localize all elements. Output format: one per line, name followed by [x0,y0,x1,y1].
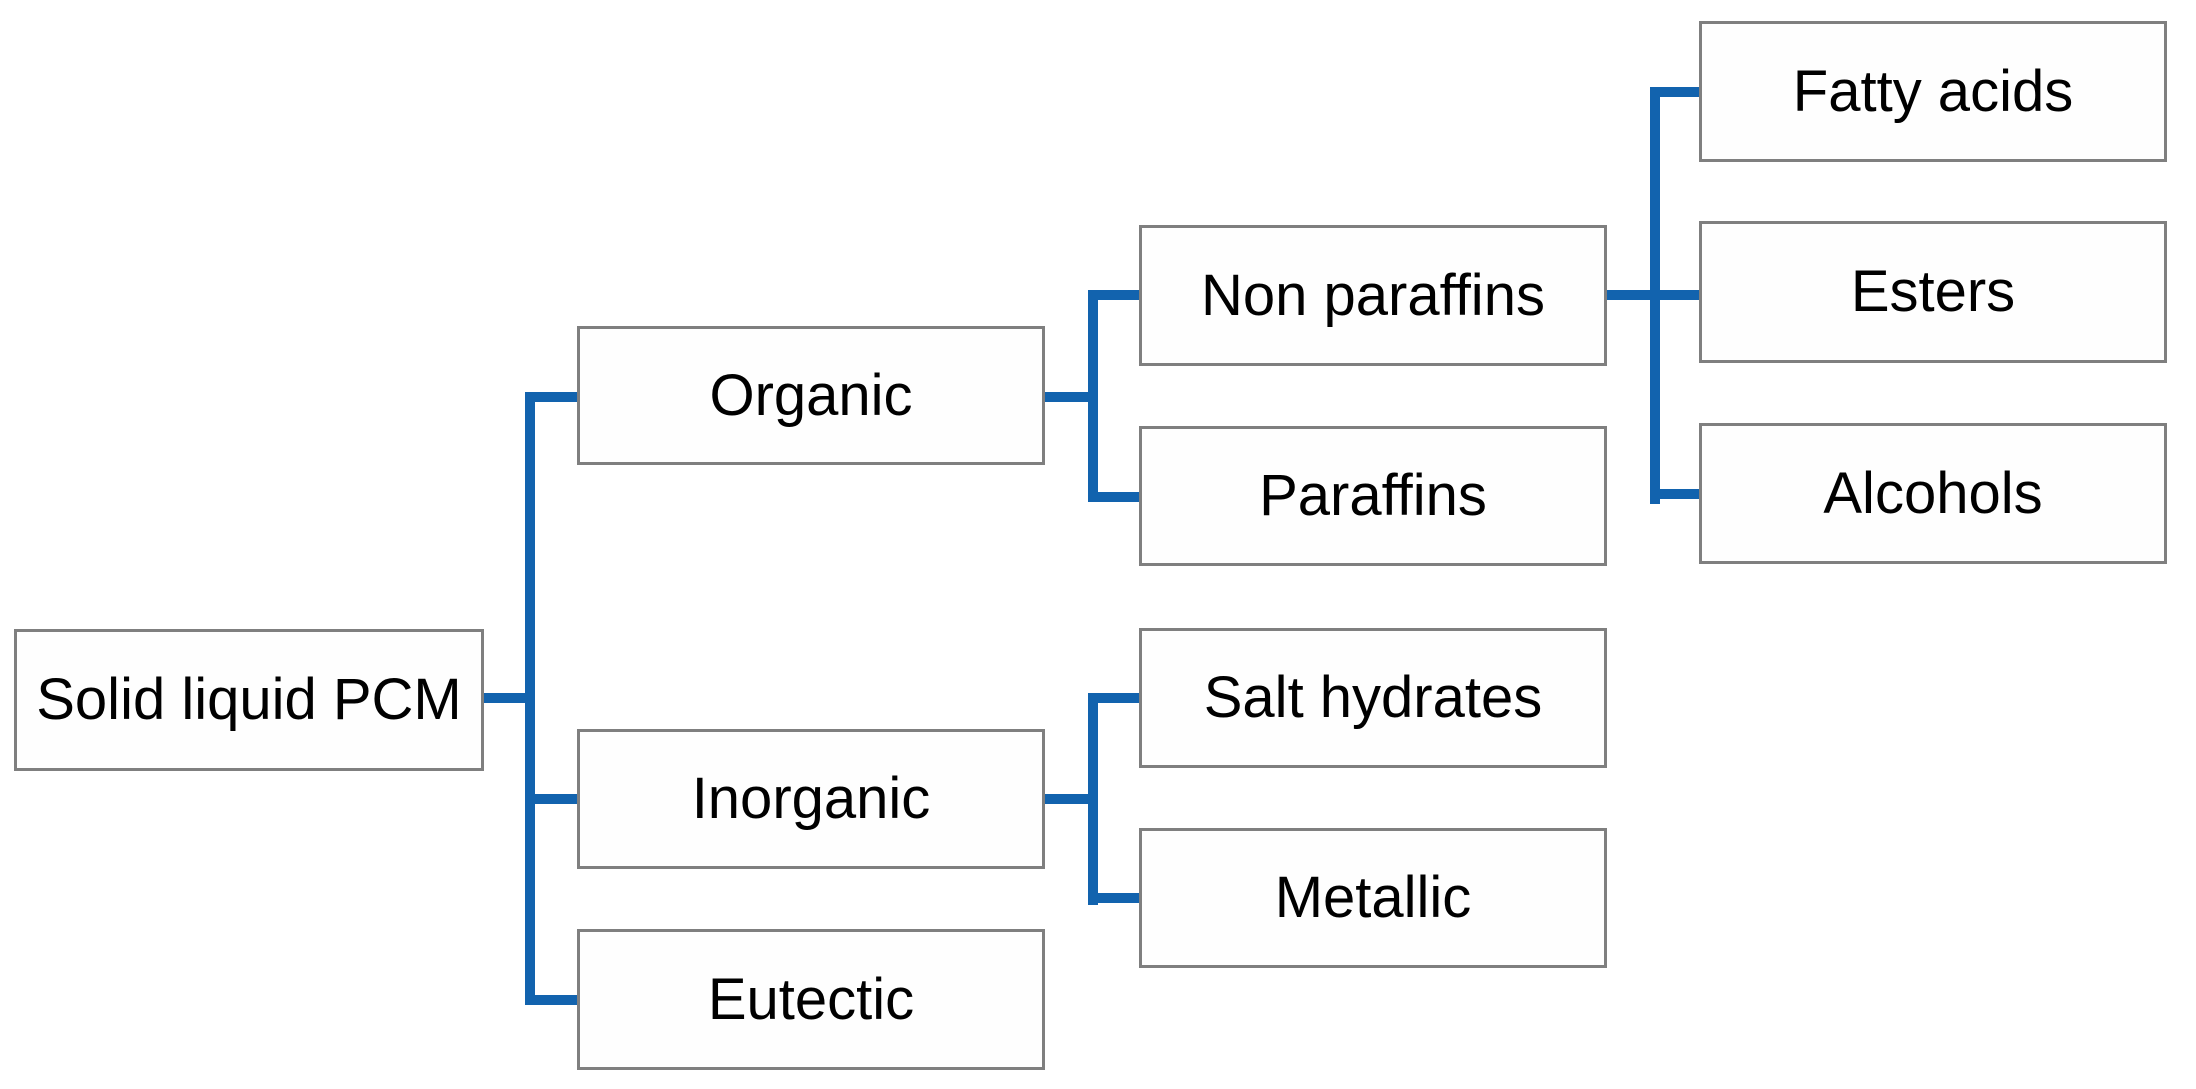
connector-metallic-stub [1088,893,1149,903]
connector-inorganic-out-stub [1041,794,1098,804]
connector-organic-out-stub [1041,392,1098,402]
connector-eutectic-stub [525,995,587,1005]
connector-inorganic-stub [525,794,587,804]
connector-organic-stub [525,392,587,402]
node-fatty-acids: Fatty acids [1699,21,2167,162]
node-paraffins: Paraffins [1139,426,1607,566]
node-metallic: Metallic [1139,828,1607,968]
node-salt-hydrates: Salt hydrates [1139,628,1607,768]
node-solid-liquid-pcm: Solid liquid PCM [14,629,484,771]
connector-non-paraffins-stub [1088,290,1149,300]
node-alcohols: Alcohols [1699,423,2167,564]
connector-fatty-acids-stub [1650,87,1709,97]
node-esters: Esters [1699,221,2167,363]
node-inorganic: Inorganic [577,729,1045,869]
connector-paraffins-stub [1088,492,1149,502]
node-eutectic: Eutectic [577,929,1045,1070]
connector-alcohols-stub [1650,489,1709,499]
connector-esters-stub [1603,290,1709,300]
node-organic: Organic [577,326,1045,465]
connector-salt-hydrates-stub [1088,693,1149,703]
node-non-paraffins: Non paraffins [1139,225,1607,366]
connector-root-stub [482,693,535,703]
